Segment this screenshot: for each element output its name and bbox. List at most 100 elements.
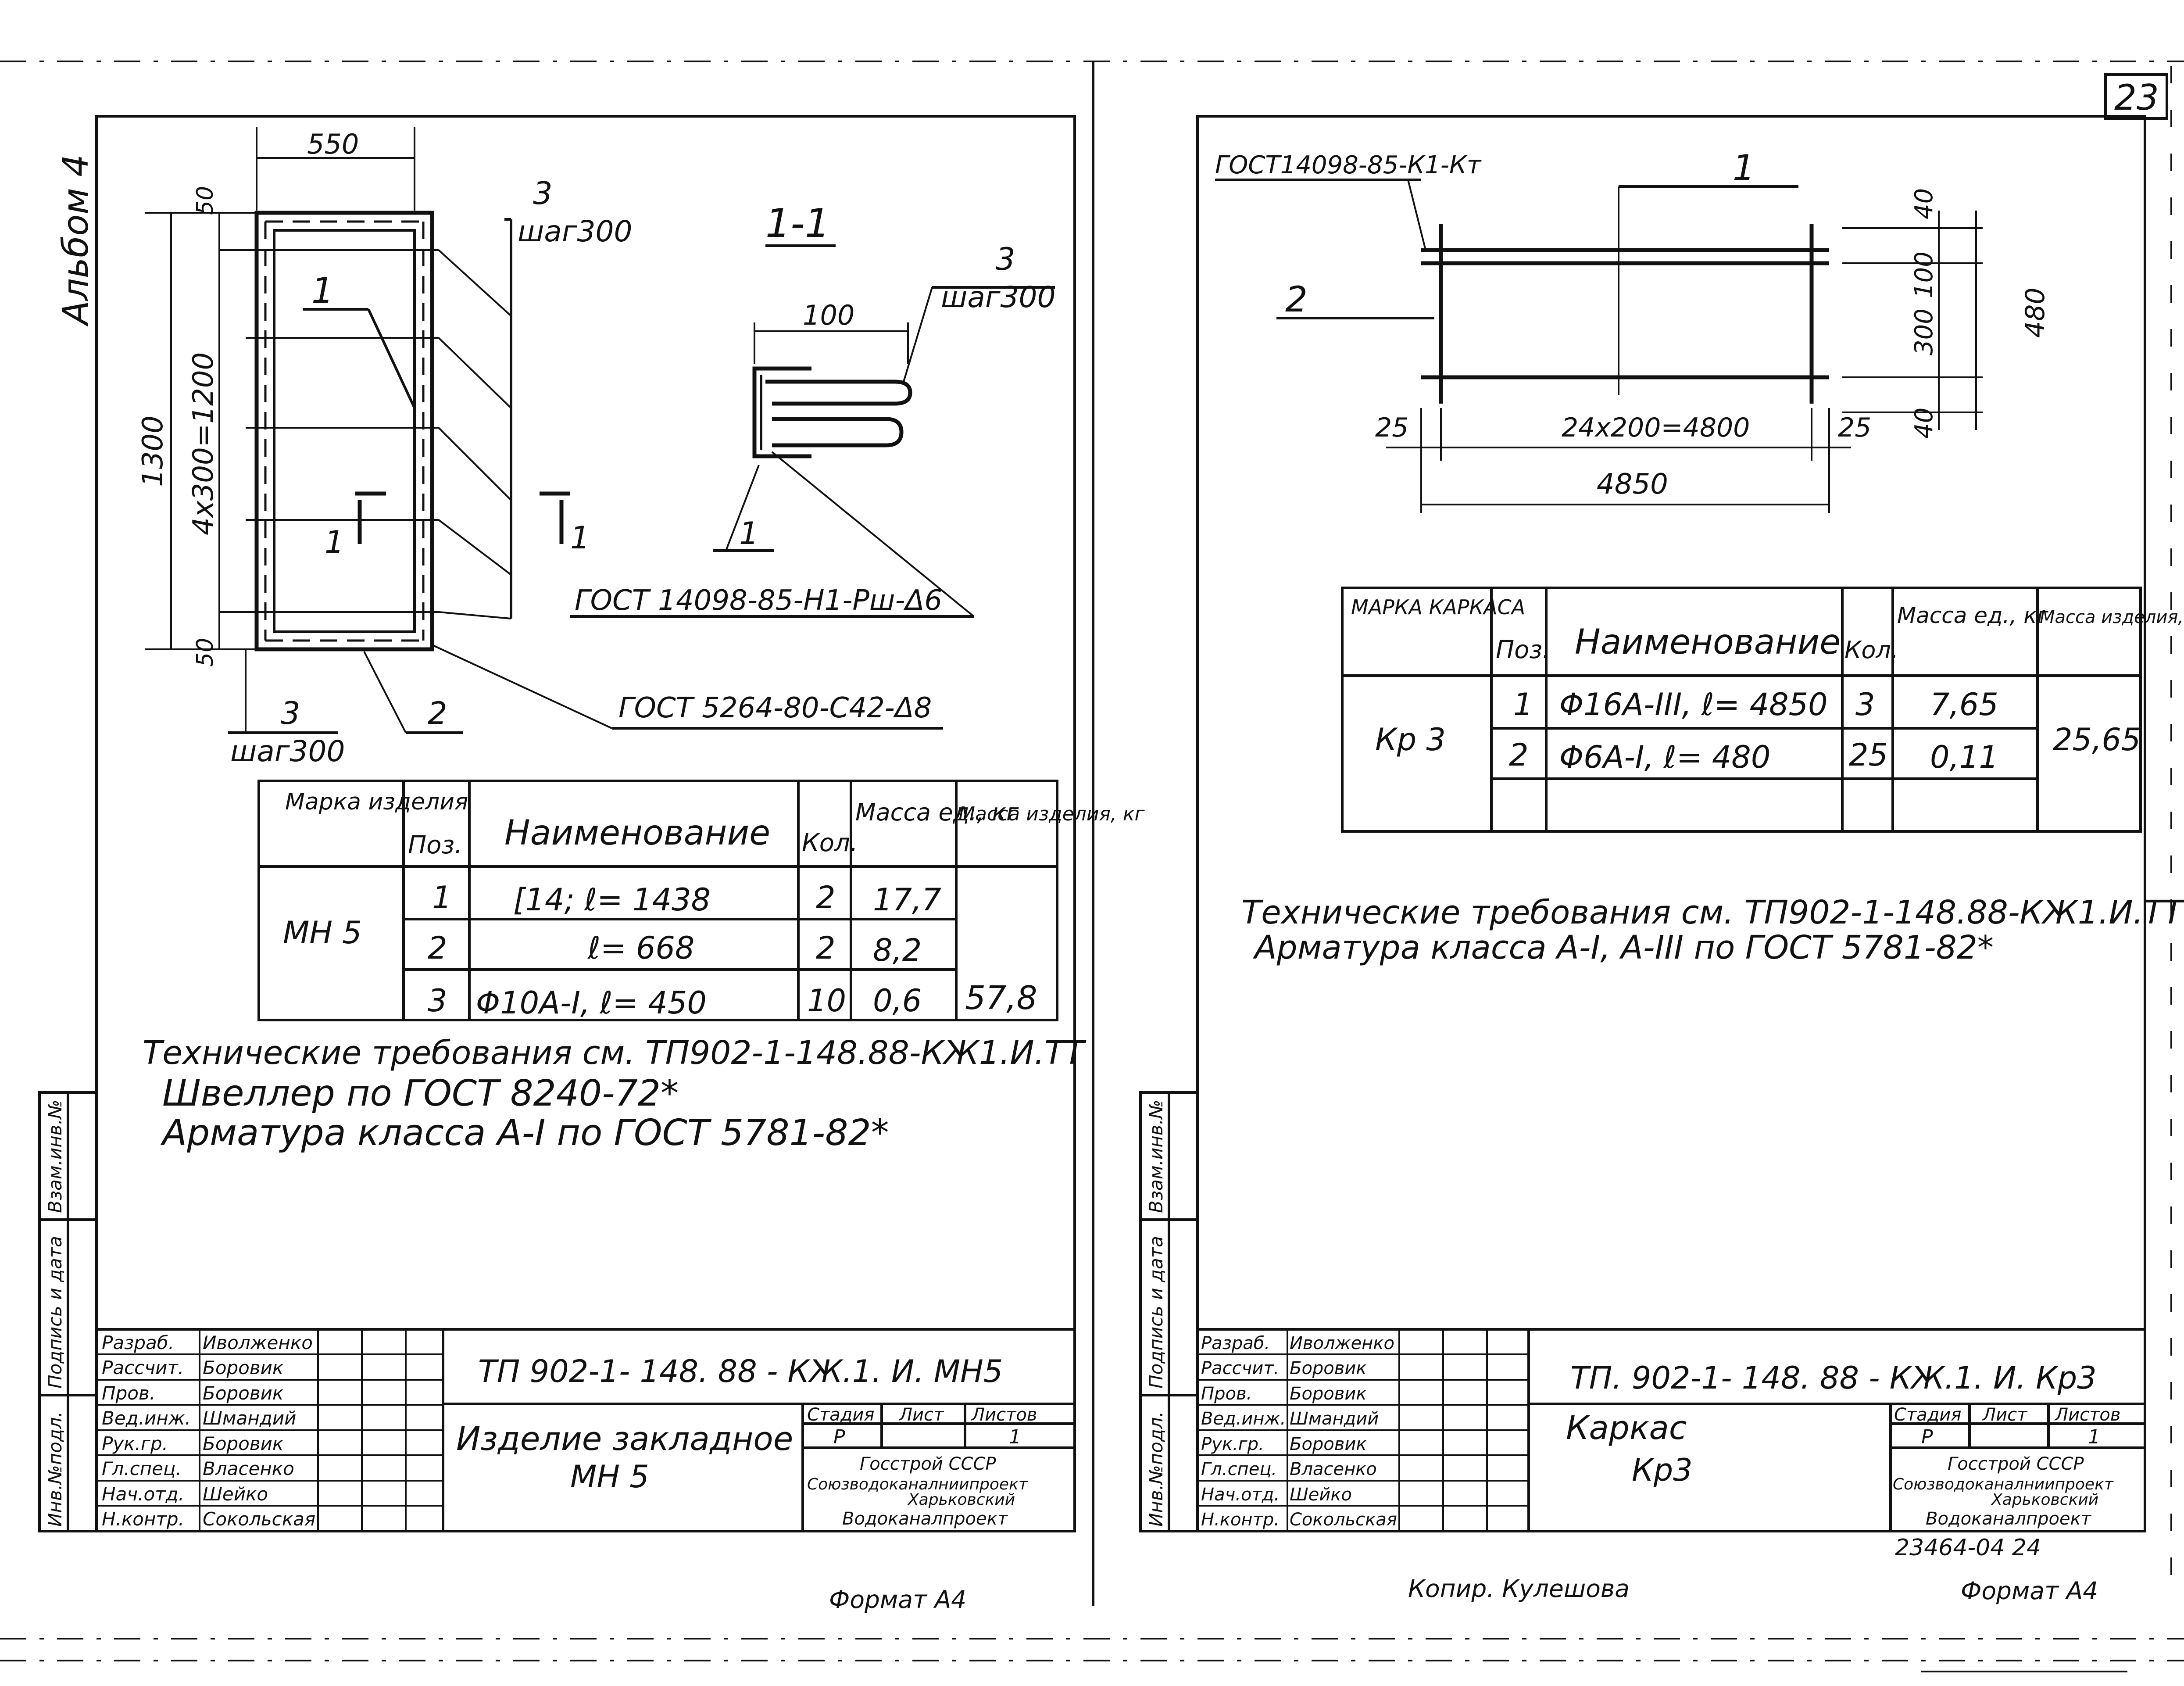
svg-text:Наименование: Наименование [1575, 623, 1841, 662]
svg-text:25,65: 25,65 [2053, 722, 2141, 758]
svg-text:3: 3 [996, 241, 1015, 277]
left-frame [95, 115, 1076, 1532]
svg-text:Кр 3: Кр 3 [1375, 722, 1446, 758]
right-title-block: Разраб. Рассчит. Пров. Вед.инж. Рук.гр. … [1197, 1328, 2145, 1531]
svg-text:2: 2 [428, 930, 447, 966]
left-note-2: Швеллер по ГОСТ 8240-72* [162, 1073, 679, 1114]
svg-text:100: 100 [1910, 251, 1938, 298]
footer-format-left: Формат А4 [829, 1586, 966, 1614]
svg-text:1: 1 [311, 270, 334, 311]
svg-text:3: 3 [428, 983, 447, 1019]
svg-text:Подпись и дата: Подпись и дата [1145, 1236, 1167, 1389]
svg-text:3: 3 [281, 695, 300, 731]
svg-text:100: 100 [803, 299, 854, 331]
svg-text:1: 1 [432, 880, 452, 916]
svg-text:1: 1 [1009, 1426, 1021, 1448]
svg-text:Рассчит.: Рассчит. [1201, 1358, 1279, 1378]
dim-50-top: 50 [192, 186, 218, 215]
svg-text:8,2: 8,2 [873, 932, 922, 968]
svg-text:ℓ= 668: ℓ= 668 [587, 930, 694, 966]
svg-text:Инв.№подл.: Инв.№подл. [1145, 1411, 1167, 1527]
svg-text:Масса ед., кг: Масса ед., кг [855, 798, 1019, 826]
svg-text:Взам.инв.№: Взам.инв.№ [44, 1100, 66, 1213]
svg-text:Кр3: Кр3 [1632, 1452, 1693, 1488]
svg-text:2: 2 [1509, 737, 1529, 773]
svg-text:3: 3 [1855, 687, 1875, 723]
svg-text:Н.контр.: Н.контр. [1201, 1510, 1280, 1530]
svg-text:Листов: Листов [2054, 1405, 2120, 1425]
svg-text:Масса изделия, кг: Масса изделия, кг [2040, 607, 2184, 627]
svg-text:шаг300: шаг300 [230, 734, 345, 768]
svg-text:[14; ℓ= 1438: [14; ℓ= 1438 [513, 882, 711, 918]
svg-text:Масса ед., кг: Масса ед., кг [1897, 603, 2049, 628]
mh5-spec-table: Марка изделия Поз. Наименование Кол. Мас… [257, 780, 1145, 1021]
right-note-1: Технические требования см. ТП902-1-148.8… [1241, 894, 2184, 931]
svg-text:Боровик: Боровик [203, 1433, 284, 1454]
svg-text:Разраб.: Разраб. [1201, 1333, 1270, 1353]
svg-text:2: 2 [428, 695, 447, 731]
svg-text:Гл.спец.: Гл.спец. [102, 1458, 182, 1479]
svg-text:Боровик: Боровик [1290, 1384, 1367, 1404]
svg-text:1: 1 [325, 524, 344, 560]
svg-text:Поз.: Поз. [1496, 636, 1550, 664]
svg-text:57,8: 57,8 [965, 979, 1037, 1017]
svg-text:Р: Р [1921, 1426, 1933, 1448]
svg-text:Кол.: Кол. [802, 829, 858, 857]
svg-text:Боровик: Боровик [1290, 1434, 1367, 1454]
svg-text:25: 25 [1375, 412, 1408, 443]
svg-text:2: 2 [816, 880, 836, 916]
svg-text:Стадия: Стадия [807, 1405, 874, 1425]
svg-text:Пров.: Пров. [1201, 1384, 1252, 1404]
svg-text:24х200=4800: 24х200=4800 [1562, 412, 1750, 443]
right-doc-code: ТП. 902-1- 148. 88 - КЖ.1. И. Кр3 [1570, 1360, 2097, 1396]
svg-text:Изделие закладное: Изделие закладное [456, 1420, 793, 1458]
svg-text:МН 5: МН 5 [570, 1459, 649, 1495]
dim-550: 550 [307, 128, 359, 160]
gost-anchor: ГОСТ 14098-85-Н1-Рш-Δ6 [575, 584, 942, 617]
svg-text:Водоканалпроект: Водоканалпроект [1926, 1509, 2092, 1529]
page-number: 23 [2114, 77, 2159, 118]
svg-text:Союзводоканалниипроект: Союзводоканалниипроект [1893, 1475, 2114, 1493]
svg-text:Р: Р [833, 1426, 845, 1448]
svg-text:17,7: 17,7 [873, 882, 941, 918]
svg-text:480: 480 [2020, 287, 2051, 338]
svg-text:10: 10 [807, 983, 846, 1019]
footer-copy: Копир. Кулешова [1408, 1575, 1630, 1603]
svg-text:300: 300 [1910, 308, 1938, 355]
dim-50-bottom: 50 [192, 638, 218, 667]
svg-text:Φ6А-I, ℓ= 480: Φ6А-I, ℓ= 480 [1559, 739, 1770, 775]
svg-text:Поз.: Поз. [408, 831, 462, 859]
left-note-1: Технические требования см. ТП902-1-148.8… [143, 1034, 1087, 1072]
gost-weld: ГОСТ 5264-80-С42-Δ8 [618, 692, 932, 724]
left-note-3: Арматура класса А-I по ГОСТ 5781-82* [160, 1112, 889, 1154]
album-label: Альбом 4 [55, 154, 96, 327]
svg-text:1: 1 [739, 515, 759, 551]
svg-text:шаг300: шаг300 [518, 215, 633, 248]
svg-text:Вед.инж.: Вед.инж. [102, 1407, 191, 1429]
archive-number: 23464-04 24 [1895, 1535, 2041, 1561]
footer-format-right: Формат А4 [1961, 1577, 2098, 1605]
svg-text:Боровик: Боровик [1290, 1358, 1367, 1378]
svg-text:Взам.инв.№: Взам.инв.№ [1145, 1100, 1167, 1213]
left-doc-code: ТП 902-1- 148. 88 - КЖ.1. И. МН5 [478, 1353, 1003, 1389]
kr3-spec-table: МАРКА КАРКАСА Поз. Наименование Кол. Мас… [1341, 587, 2184, 833]
svg-text:0,6: 0,6 [873, 983, 922, 1019]
svg-text:Лист: Лист [898, 1405, 944, 1425]
svg-text:Иволженко: Иволженко [203, 1332, 313, 1353]
svg-text:3: 3 [533, 175, 553, 211]
svg-text:Пров.: Пров. [102, 1382, 155, 1404]
svg-text:Каркас: Каркас [1566, 1409, 1687, 1447]
right-note-2: Арматура класса А-I, А-III по ГОСТ 5781-… [1253, 929, 1994, 966]
svg-text:Рассчит.: Рассчит. [102, 1357, 184, 1378]
svg-text:Харьковский: Харьковский [907, 1491, 1015, 1509]
svg-text:Сокольская: Сокольская [1290, 1510, 1397, 1530]
svg-text:Госстрой СССР: Госстрой СССР [1948, 1454, 2084, 1474]
svg-text:Шмандий: Шмандий [1290, 1409, 1379, 1429]
svg-text:Водоканалпроект: Водоканалпроект [842, 1509, 1008, 1529]
svg-text:Кол.: Кол. [1844, 636, 1898, 664]
svg-text:25: 25 [1849, 737, 1888, 773]
svg-text:Лист: Лист [1982, 1405, 2028, 1425]
svg-text:2: 2 [816, 930, 836, 966]
svg-text:Шейко: Шейко [203, 1483, 268, 1505]
